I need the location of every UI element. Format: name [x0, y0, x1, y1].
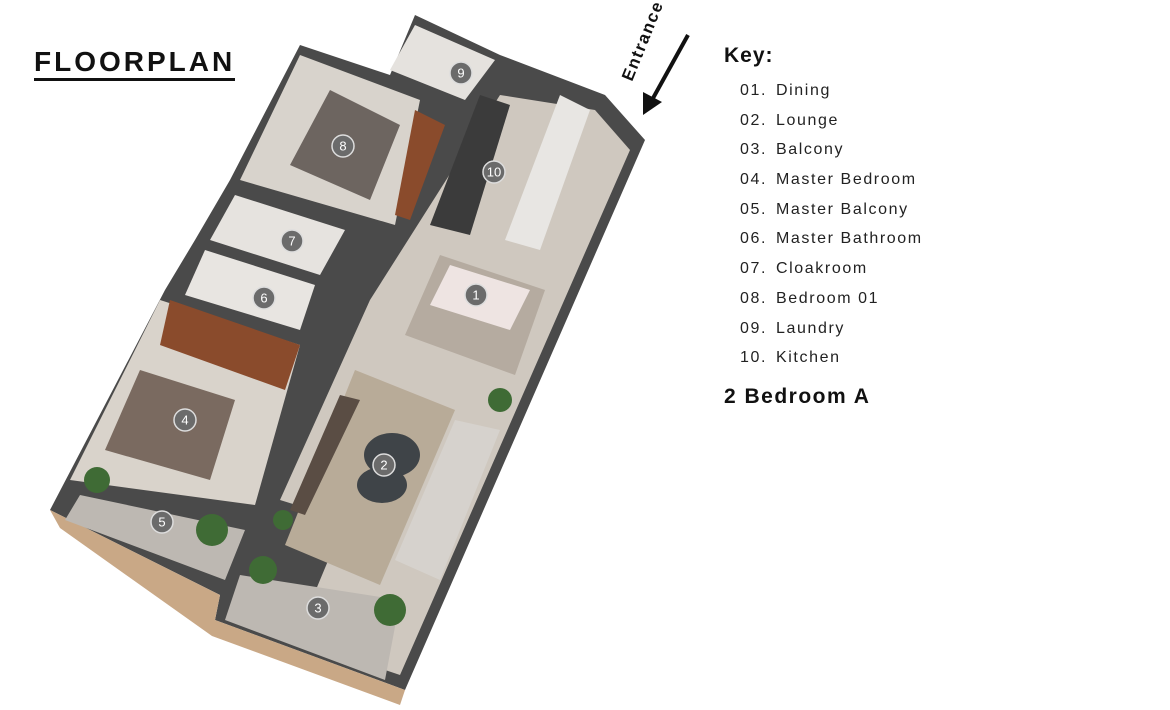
room-marker-2: 2: [372, 453, 396, 477]
svg-text:5: 5: [158, 515, 165, 530]
key-item-laundry: 09.Laundry: [740, 319, 846, 337]
key-item-master-bathroom: 06.Master Bathroom: [740, 230, 923, 248]
svg-text:10: 10: [487, 165, 501, 180]
svg-text:2: 2: [380, 458, 387, 473]
room-marker-10: 10: [482, 160, 506, 184]
plant-icon: [273, 510, 293, 530]
key-heading: Key:: [724, 44, 774, 67]
svg-text:4: 4: [181, 413, 188, 428]
master-bed: [105, 370, 235, 480]
plant-icon: [84, 467, 110, 493]
key-item-cloakroom: 07.Cloakroom: [740, 260, 868, 278]
key-legend: Key: 01.Dining 02.Lounge 03.Balcony 04.M…: [724, 44, 923, 409]
room-marker-7: 7: [280, 229, 304, 253]
cloakroom-floor: [210, 195, 345, 275]
entrance-arrow-icon: [643, 34, 690, 115]
svg-text:3: 3: [314, 601, 321, 616]
master-wardrobe: [160, 300, 300, 390]
kitchen-island: [505, 95, 590, 250]
room-marker-1: 1: [464, 283, 488, 307]
page-title: FLOORPLAN: [34, 47, 236, 81]
svg-text:6: 6: [260, 291, 267, 306]
master-balcony-floor: [65, 495, 245, 580]
balcony-floor: [225, 575, 400, 680]
room-marker-3: 3: [306, 596, 330, 620]
room-marker-9: 9: [449, 61, 473, 85]
coffee-table-2: [357, 467, 407, 503]
key-item-kitchen: 10.Kitchen: [740, 349, 841, 367]
svg-text:7: 7: [288, 234, 295, 249]
room-marker-6: 6: [252, 286, 276, 310]
wardrobe: [395, 110, 445, 220]
room-marker-5: 5: [150, 510, 174, 534]
plant-icon: [374, 594, 406, 626]
bathroom-floor: [185, 250, 315, 330]
svg-text:8: 8: [339, 139, 346, 154]
plant-icon: [249, 556, 277, 584]
plant-icon: [488, 388, 512, 412]
unit-name: 2 Bedroom A: [724, 384, 871, 408]
entrance-label: Entrance: [618, 0, 667, 83]
kitchen-counter: [430, 95, 510, 235]
tv-unit: [290, 395, 360, 515]
sofa: [395, 420, 500, 580]
key-item-master-bedroom: 04.Master Bedroom: [740, 171, 917, 189]
svg-text:9: 9: [457, 66, 464, 81]
key-item-master-balcony: 05.Master Balcony: [740, 200, 909, 218]
key-item-dining: 01.Dining: [740, 82, 831, 99]
key-item-bedroom-01: 08.Bedroom 01: [740, 289, 880, 307]
svg-text:1: 1: [472, 288, 479, 303]
room-marker-8: 8: [331, 134, 355, 158]
room-marker-4: 4: [173, 408, 197, 432]
key-item-lounge: 02.Lounge: [740, 111, 839, 129]
plant-icon: [196, 514, 228, 546]
building-base-edge: [50, 510, 405, 705]
key-item-balcony: 03.Balcony: [740, 141, 845, 159]
